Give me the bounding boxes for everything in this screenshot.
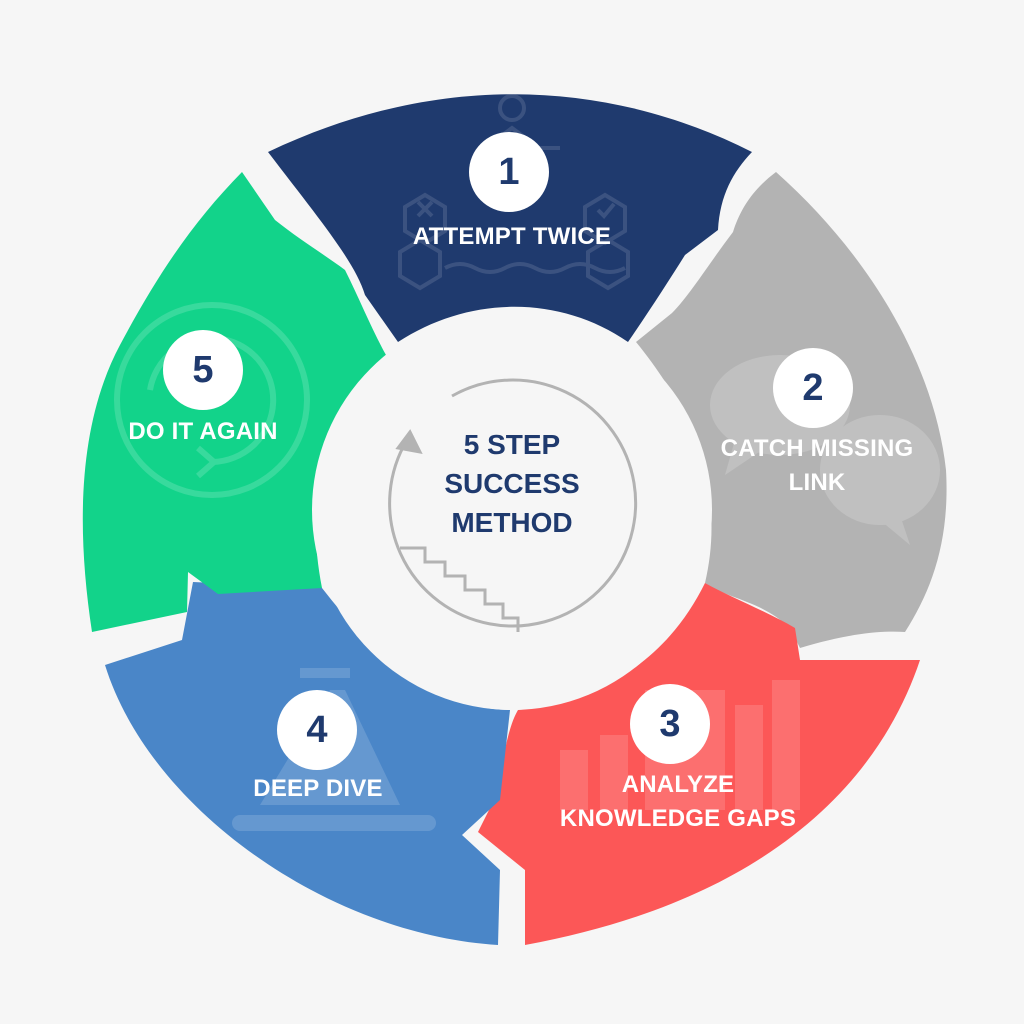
segment-1-shape bbox=[268, 94, 752, 342]
step-2-label-line-2: LINK bbox=[788, 469, 846, 496]
step-3-label: ANALYZE KNOWLEDGE GAPS bbox=[560, 768, 796, 836]
step-3-label-line-2: KNOWLEDGE GAPS bbox=[559, 805, 797, 832]
segment-4: 4 bbox=[105, 582, 510, 945]
segment-5: 5 bbox=[82, 172, 387, 632]
center-circle bbox=[312, 310, 712, 710]
segment-1: 1 bbox=[268, 94, 752, 342]
center-title-line-1: 5 STEP bbox=[463, 429, 561, 460]
badge-4-number: 4 bbox=[306, 709, 327, 751]
segment-3: 3 bbox=[478, 583, 920, 945]
badge-3 bbox=[630, 684, 710, 764]
segment-3-shape bbox=[478, 583, 920, 945]
cycle-arc bbox=[388, 378, 638, 628]
badge-3-number: 3 bbox=[659, 703, 680, 745]
badge-5 bbox=[163, 330, 243, 410]
step-2-label: CATCH MISSING LINK bbox=[721, 432, 914, 500]
step-2-label-line-1: CATCH MISSING bbox=[720, 435, 914, 462]
badge-4 bbox=[277, 690, 357, 770]
staircase-steps bbox=[400, 546, 520, 632]
badge-1 bbox=[469, 132, 549, 212]
badge-5-number: 5 bbox=[192, 349, 213, 391]
cycle-arrowhead bbox=[395, 429, 423, 455]
center-title-line-3: METHOD bbox=[451, 507, 573, 538]
badge-2 bbox=[773, 348, 853, 428]
step-3-label-line-1: ANALYZE bbox=[621, 771, 735, 798]
step-1-label: ATTEMPT TWICE bbox=[413, 220, 611, 254]
step-5-label: DO IT AGAIN bbox=[128, 415, 277, 449]
center-title: 5 STEP SUCCESS METHOD bbox=[412, 425, 612, 542]
segment-2: 2 bbox=[636, 172, 947, 648]
step-5-label-line-1: DO IT AGAIN bbox=[128, 418, 278, 445]
center-title-line-2: SUCCESS bbox=[444, 468, 580, 499]
staircase-cycle-icon bbox=[388, 378, 638, 632]
step-1-label-line-1: ATTEMPT TWICE bbox=[412, 223, 612, 250]
badge-2-number: 2 bbox=[802, 367, 823, 409]
step-4-label-line-1: DEEP DIVE bbox=[253, 775, 383, 802]
step-4-label: DEEP DIVE bbox=[253, 772, 382, 806]
segment-5-shape bbox=[82, 172, 387, 632]
badge-1-number: 1 bbox=[498, 151, 519, 193]
